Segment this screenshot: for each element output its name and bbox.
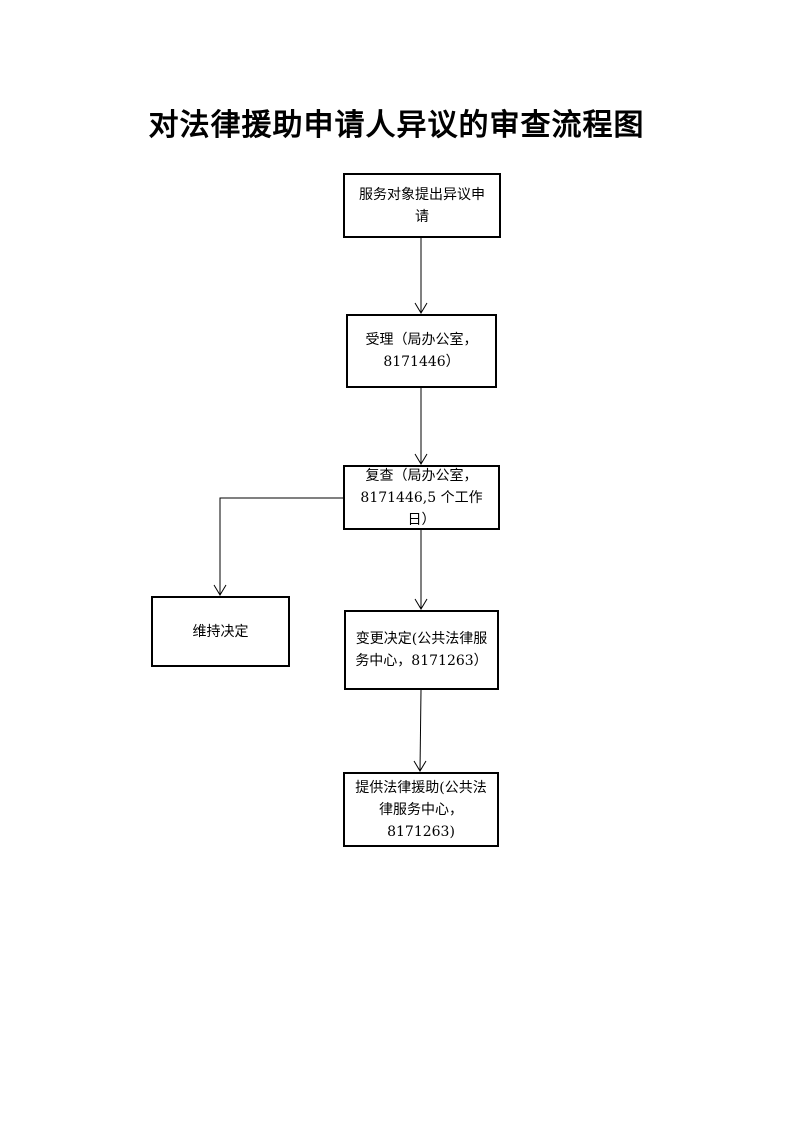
arrowhead-maintain xyxy=(213,584,227,596)
node-maintain-label: 维持决定 xyxy=(192,623,249,640)
node-review: 复查（局办公室， 8171446,5 个工作日） xyxy=(343,465,500,530)
node-review-label: 复查（局办公室， 8171446,5 个工作日） xyxy=(360,467,483,528)
arrow-change-to-provide xyxy=(419,689,422,772)
node-change-label: 变更决定(公共法律服 务中心，8171263） xyxy=(355,631,488,669)
node-provide-label: 提供法律援助(公共法 律服务中心，8171263) xyxy=(355,779,487,840)
arrow-review-to-maintain xyxy=(219,497,343,595)
node-provide: 提供法律援助(公共法 律服务中心，8171263) xyxy=(343,772,499,847)
node-apply-label: 服务对象提出异议申 请 xyxy=(359,186,485,225)
arrowhead-provide xyxy=(413,760,427,772)
node-accept-label: 受理（局办公室， 8171446） xyxy=(365,332,478,370)
arrowhead-review xyxy=(414,453,428,465)
arrowhead-accept xyxy=(414,302,428,314)
node-accept: 受理（局办公室， 8171446） xyxy=(346,314,497,388)
node-maintain: 维持决定 xyxy=(151,596,290,667)
page-title: 对法律援助申请人异议的审查流程图 xyxy=(148,108,645,143)
node-change: 变更决定(公共法律服 务中心，8171263） xyxy=(344,610,499,690)
arrowhead-change xyxy=(414,598,428,610)
node-apply: 服务对象提出异议申 请 xyxy=(343,173,501,238)
